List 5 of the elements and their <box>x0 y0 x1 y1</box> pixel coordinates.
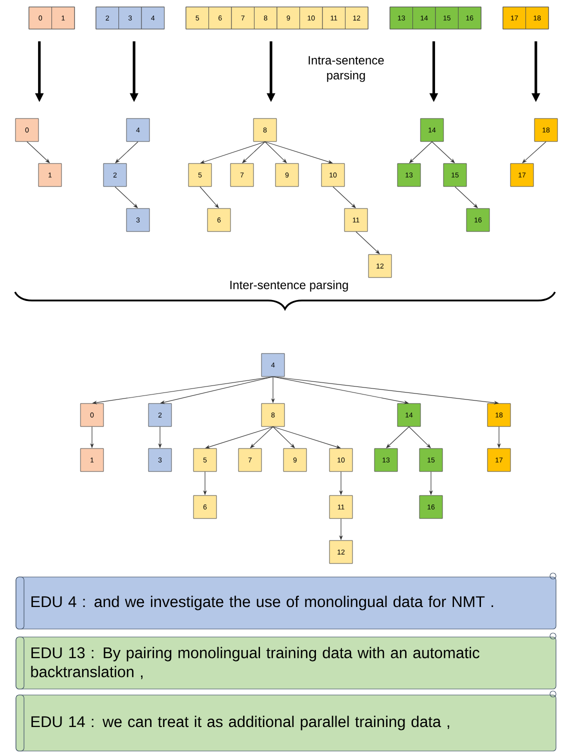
annotation-text: Inter-sentence parsing <box>228 279 350 293</box>
scroll-banner: EDU 13 : By pairing monolingual training data with an automatic backtranslation , <box>16 632 556 690</box>
scroll-banner: EDU 4 : and we investigate the use of monolingual data for NMT . <box>16 572 556 630</box>
annotation-text: Intra-sentence parsing <box>308 56 384 82</box>
scroll-banner: EDU 14 : we can treat it as additional parallel training data , <box>16 690 556 752</box>
